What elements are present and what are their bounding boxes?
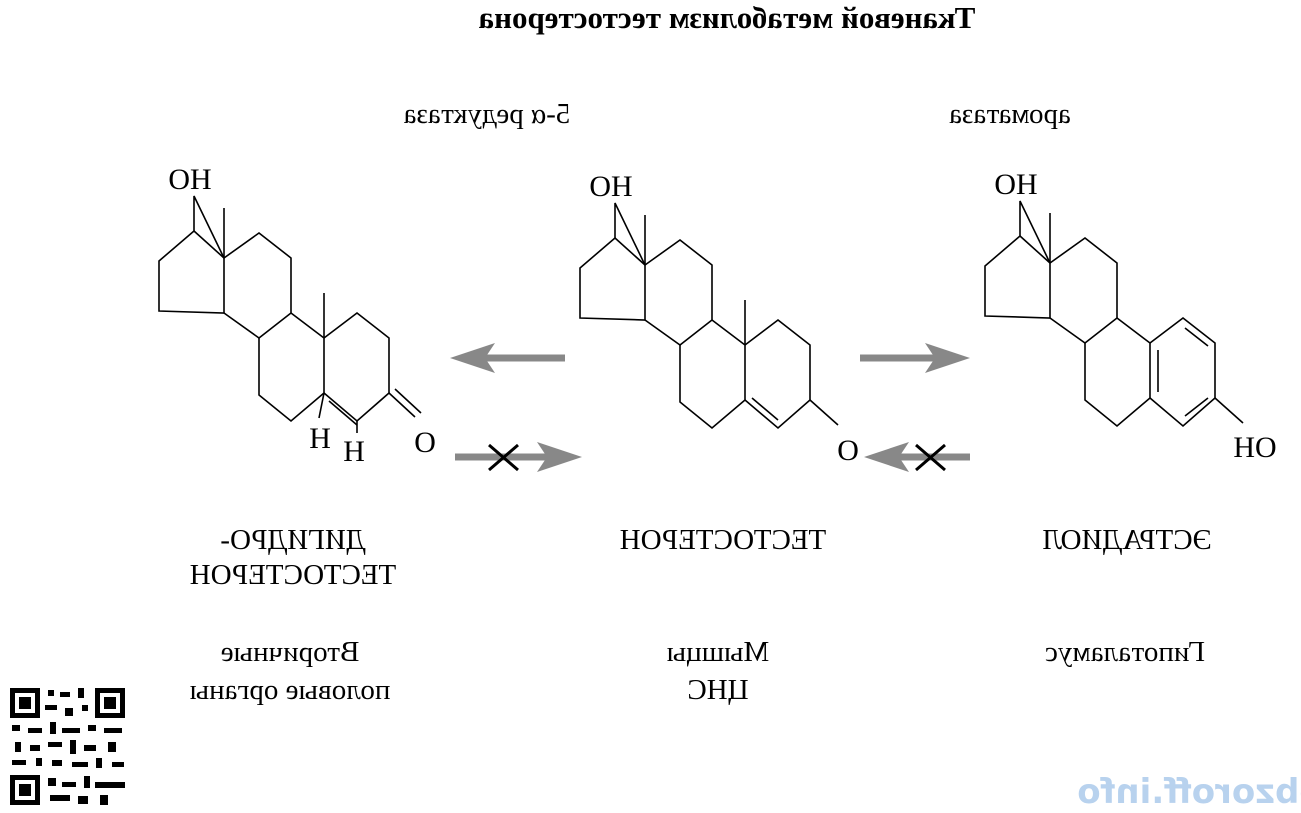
dht-h-label-1: H: [309, 422, 331, 455]
dht-ho-label: HO: [168, 163, 211, 196]
testosterone-structure: HO O: [579, 170, 859, 467]
arrow-dht-to-testosterone-blocked: [455, 442, 582, 472]
arrow-estradiol-to-testosterone-blocked: [864, 442, 970, 472]
dht-structure: HO O H H: [158, 163, 436, 468]
blocked-cross-icon: [488, 443, 519, 472]
estradiol-structure: HO OH: [984, 168, 1277, 464]
dht-o-label: O: [414, 426, 436, 459]
estradiol-ho-label: HO: [994, 168, 1037, 201]
testosterone-ho-label: HO: [589, 170, 632, 203]
arrow-testosterone-to-estradiol: [860, 343, 970, 373]
arrow-testosterone-to-dht: [450, 343, 565, 373]
blocked-cross-icon: [915, 443, 946, 472]
qr-code-icon: [10, 688, 125, 805]
watermark: obzoroff.info: [1077, 772, 1301, 812]
dht-h-label-2: H: [343, 435, 365, 468]
estradiol-oh-label: OH: [1233, 431, 1276, 464]
testosterone-o-label: O: [837, 434, 859, 467]
